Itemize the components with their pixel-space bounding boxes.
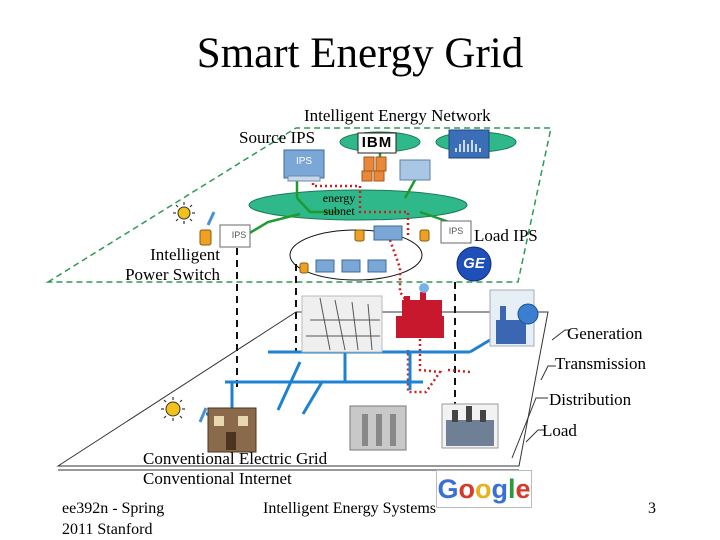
ge-logo-text: GE	[457, 253, 491, 275]
google-letter-g: G	[437, 474, 458, 504]
page-number: 3	[648, 498, 656, 519]
ips-device-small	[400, 160, 430, 180]
switch-arm-upper	[208, 212, 214, 225]
ibm-logo: IBM	[358, 134, 396, 152]
ips-badge-switch: IPS	[224, 230, 254, 240]
conventional-grid-label: Conventional Electric Grid	[143, 449, 327, 469]
network-label: Intelligent Energy Network	[304, 106, 491, 126]
load-factory-icon	[442, 404, 498, 448]
source-ips-label: Source IPS	[239, 128, 315, 148]
generation-label: Generation	[567, 324, 643, 344]
footer-course: ee392n - Spring 2011 Stanford	[62, 498, 164, 540]
cisco-logo-box	[449, 130, 489, 158]
load-ips-label: Load IPS	[474, 226, 538, 246]
factory-icon	[490, 290, 538, 346]
office-icon	[350, 406, 406, 450]
google-letter-o2: o	[475, 474, 492, 504]
power-plant-icon	[396, 283, 444, 338]
power-switch-label-line2: Power Switch	[118, 265, 220, 285]
wind-farm-icon	[302, 296, 382, 352]
energy-subnet-label-line2: subnet	[318, 205, 360, 218]
distribution-label: Distribution	[549, 390, 631, 410]
google-letter-e: e	[516, 474, 531, 504]
footer-course-line2: 2011 Stanford	[62, 519, 164, 540]
ips-badge-source: IPS	[284, 156, 324, 167]
power-switch-label: Intelligent Power Switch	[118, 245, 220, 285]
conventional-internet-label: Conventional Internet	[143, 469, 292, 489]
sun-icon-lower	[161, 397, 185, 421]
transmission-label: Transmission	[555, 354, 646, 374]
google-logo: Google	[436, 470, 532, 508]
google-letter-l: l	[508, 474, 516, 504]
storage-icon	[362, 157, 386, 181]
switch-arm-lower	[200, 408, 206, 422]
energy-subnet-label: energy subnet	[318, 192, 360, 218]
google-letter-o1: o	[458, 474, 475, 504]
google-letter-g2: g	[491, 474, 508, 504]
footer-title: Intelligent Energy Systems	[263, 498, 436, 519]
sun-icon-upper	[173, 202, 195, 224]
load-label: Load	[542, 421, 577, 441]
house-icon	[208, 408, 256, 452]
footer-course-line1: ee392n - Spring	[62, 498, 164, 519]
ips-badge-load: IPS	[441, 226, 471, 236]
power-switch-label-line1: Intelligent	[118, 245, 220, 265]
